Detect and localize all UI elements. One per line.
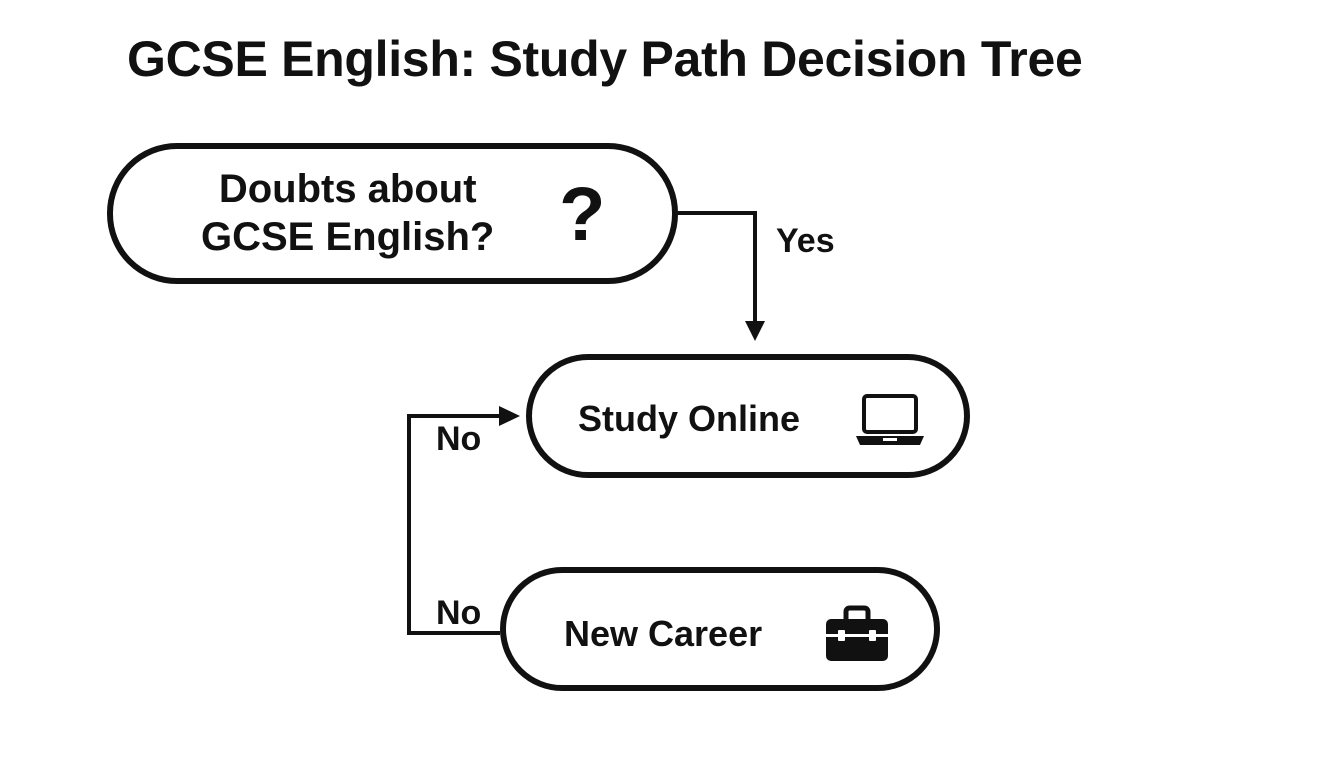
laptop-icon [856, 394, 924, 445]
node-study-online: Study Online [526, 354, 970, 478]
edge-yes-connector [678, 211, 765, 341]
edge-label-yes: Yes [776, 222, 835, 260]
page-title: GCSE English: Study Path Decision Tree [127, 31, 1083, 87]
question-mark-icon: ? [559, 172, 606, 257]
node-question-line-2: GCSE English? [201, 215, 495, 259]
node-new-career-label: New Career [564, 613, 763, 654]
node-new-career: New Career [500, 567, 940, 691]
edge-no-connector [407, 406, 520, 635]
node-question-line-1: Doubts about [218, 167, 477, 211]
node-question-text: Doubts about GCSE English? [201, 165, 494, 261]
edge-label-no-upper: No [436, 420, 482, 458]
node-doubts-question: Doubts about GCSE English? ? [107, 143, 678, 284]
briefcase-icon [826, 605, 888, 661]
node-study-online-label: Study Online [578, 398, 801, 439]
edge-label-no-lower: No [436, 594, 482, 632]
